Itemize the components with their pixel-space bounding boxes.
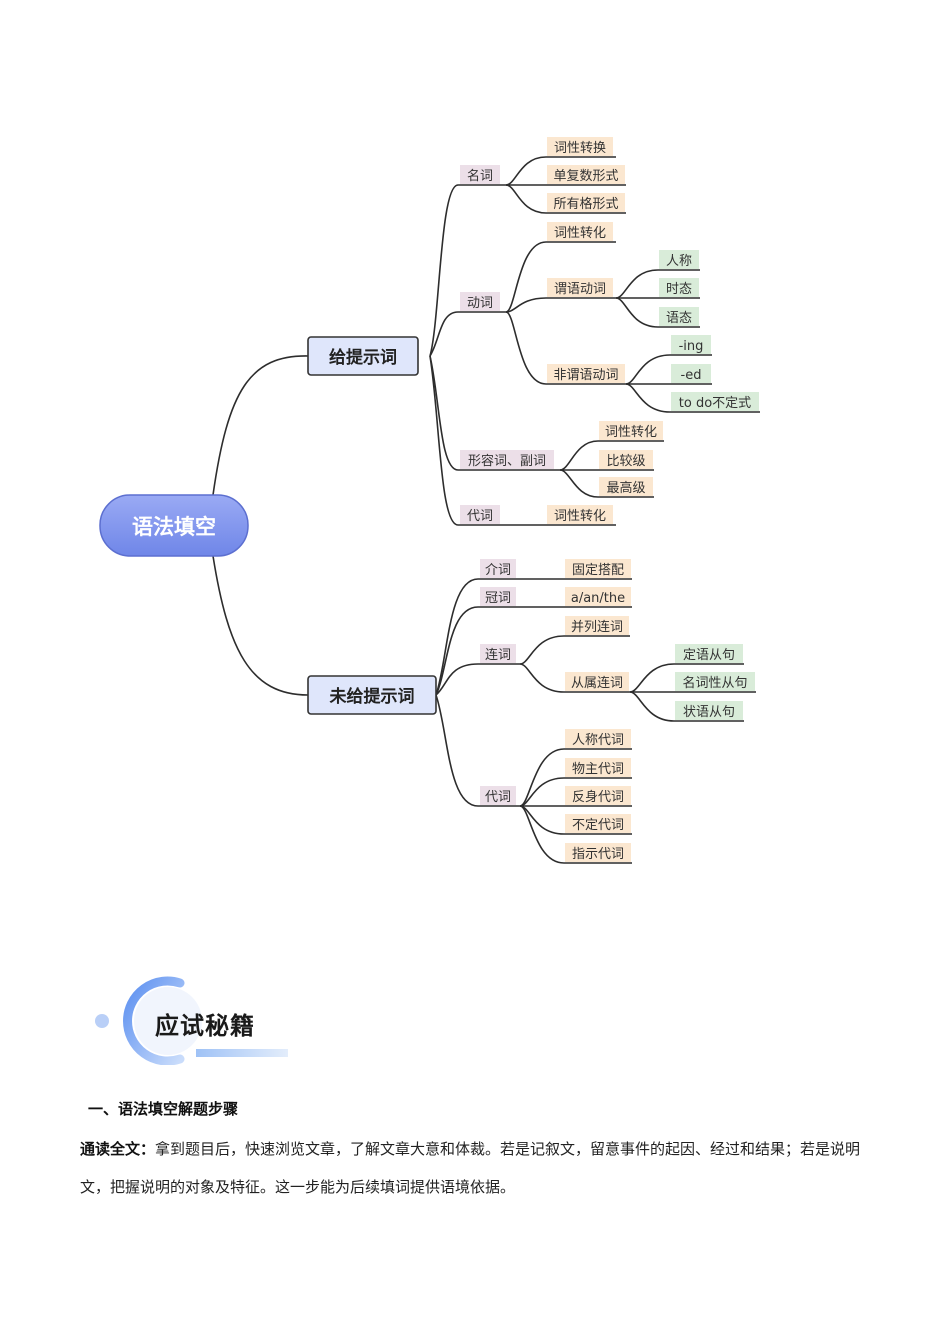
- node-tense: 时态: [666, 282, 692, 297]
- node-reflexive-pronoun: 反身代词: [572, 789, 624, 805]
- root-node: 语法填空: [99, 494, 249, 557]
- node-a-an-the: a/an/the: [571, 591, 625, 606]
- section-heading: 一、语法填空解题步骤: [88, 1100, 239, 1118]
- node-ing: -ing: [679, 339, 704, 354]
- node-verb: 动词: [467, 296, 493, 311]
- node-pronoun-notgiven: 代词: [485, 790, 511, 805]
- node-verb-conversion: 词性转化: [554, 226, 606, 241]
- node-noun-clause: 名词性从句: [682, 675, 747, 691]
- node-article: 冠词: [485, 591, 511, 606]
- node-nonpredicate-verb: 非谓语动词: [553, 368, 618, 383]
- paragraph-lead: 通读全文：: [80, 1140, 156, 1158]
- node-demonstrative-pronoun: 指示代词: [572, 847, 624, 862]
- section-banner-title: 应试秘籍: [155, 1012, 255, 1040]
- node-sub-conj: 从属连词: [571, 675, 623, 691]
- node-adj-item-2: 比较级: [606, 454, 645, 469]
- branch-given-label: 给提示词: [329, 347, 397, 368]
- node-indefinite-pronoun: 不定代词: [572, 818, 624, 833]
- paragraph-body: 拿到题目后，快速浏览文章，了解文章大意和体裁。若是记叙文，留意事件的起因、经过和…: [80, 1140, 861, 1196]
- branch-given: 给提示词: [307, 336, 419, 376]
- node-pronoun-given: 代词: [467, 509, 493, 524]
- node-adj-item-1: 词性转化: [605, 425, 657, 440]
- node-to-do: to do不定式: [679, 396, 751, 411]
- node-conj: 连词: [485, 647, 511, 663]
- node-noun-item-3: 所有格形式: [553, 196, 618, 212]
- node-adj-adv: 形容词、副词: [468, 453, 546, 469]
- connector-lines: [212, 156, 760, 864]
- node-noun-item-2: 单复数形式: [553, 169, 618, 184]
- section-banner-graphic: [95, 976, 288, 1065]
- node-noun-item-1: 词性转换: [554, 141, 606, 156]
- section-paragraph: 通读全文：拿到题目后，快速浏览文章，了解文章大意和体裁。若是记叙文，留意事件的起…: [80, 1130, 870, 1206]
- node-pronoun-conversion: 词性转化: [554, 509, 606, 524]
- node-voice: 语态: [666, 311, 692, 326]
- node-adj-item-3: 最高级: [606, 480, 645, 496]
- node-coord-conj: 并列连词: [571, 619, 623, 635]
- branch-notgiven-label: 未给提示词: [329, 686, 415, 707]
- mind-map: 语法填空 给提示词 未给提示词 名词 动词 形容词、副词 代词 词性转换 单复数…: [99, 137, 760, 864]
- node-noun: 名词: [467, 168, 493, 184]
- node-attributive-clause: 定语从句: [683, 648, 735, 663]
- node-possessive-pronoun: 物主代词: [572, 762, 624, 777]
- root-label: 语法填空: [132, 515, 216, 539]
- node-ed: -ed: [681, 368, 702, 383]
- node-personal-pronoun: 人称代词: [572, 733, 624, 748]
- node-adverbial-clause: 状语从句: [683, 705, 735, 720]
- node-prep: 介词: [485, 563, 511, 578]
- branch-notgiven: 未给提示词: [307, 675, 437, 715]
- node-person: 人称: [666, 254, 692, 269]
- node-predicate-verb: 谓语动词: [554, 282, 606, 297]
- node-fixed-collocation: 固定搭配: [572, 562, 624, 578]
